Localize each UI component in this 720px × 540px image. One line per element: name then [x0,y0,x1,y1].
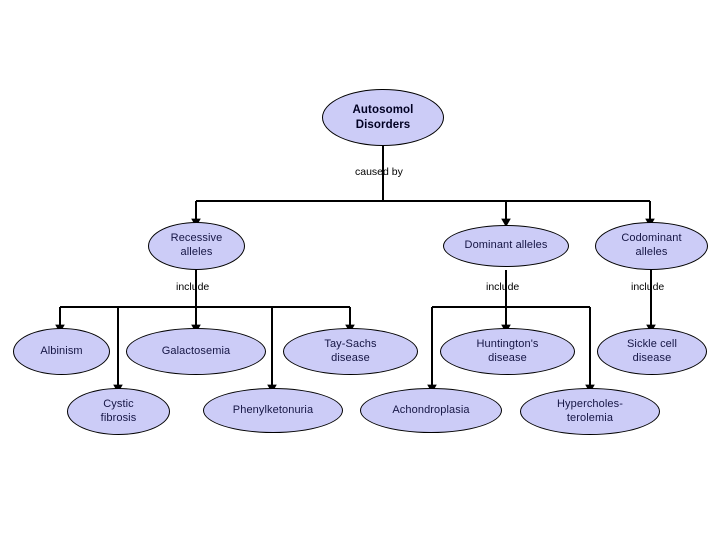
node-label: Phenylketonuria [232,403,314,416]
node-cystic-fibrosis[interactable]: Cystic fibrosis [67,388,170,435]
node-tay-sachs-disease[interactable]: Tay-Sachs disease [283,328,418,375]
node-recessive-alleles[interactable]: Recessive alleles [148,222,245,270]
edge-label-include-recessive: include [176,281,210,293]
node-label: Dominant alleles [464,239,548,252]
node-label: Hypercholes- terolemia [556,397,623,424]
edge-label-include-codominant: include [631,281,665,293]
node-hypercholesterolemia[interactable]: Hypercholes- terolemia [520,388,660,435]
node-label: Galactosemia [161,344,231,357]
node-dominant-alleles[interactable]: Dominant alleles [443,225,569,267]
node-galactosemia[interactable]: Galactosemia [126,328,266,375]
node-label: Recessive alleles [170,232,223,258]
node-label: Achondroplasia [392,403,470,416]
node-label: Autosomol Disorders [352,104,414,131]
node-label: Cystic fibrosis [100,397,137,424]
node-huntingtons-disease[interactable]: Huntington's disease [440,328,575,375]
edge-label-include-dominant: include [486,281,520,293]
node-achondroplasia[interactable]: Achondroplasia [360,388,502,433]
node-label: Albinism [40,344,83,357]
node-label: Sickle cell disease [626,337,677,364]
node-autosomol-disorders[interactable]: Autosomol Disorders [322,89,444,146]
node-albinism[interactable]: Albinism [13,328,110,375]
node-codominant-alleles[interactable]: Codominant alleles [595,222,708,270]
node-sickle-cell-disease[interactable]: Sickle cell disease [597,328,707,375]
node-label: Codominant alleles [621,232,682,258]
node-label: Huntington's disease [476,337,539,364]
node-phenylketonuria[interactable]: Phenylketonuria [203,388,343,433]
node-label: Tay-Sachs disease [324,337,377,364]
edge-label-caused-by: caused by [355,166,403,178]
